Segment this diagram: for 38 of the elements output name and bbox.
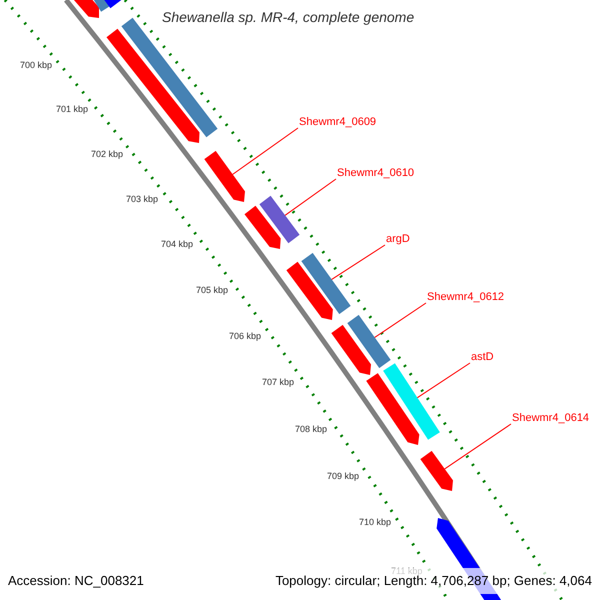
- gene-bar: [204, 150, 245, 202]
- tick-label: 702 kbp: [91, 149, 124, 160]
- tick-label: 701 kbp: [56, 104, 88, 115]
- leader-line: [331, 244, 386, 280]
- gene-bar: [347, 314, 391, 368]
- tick-label: 708 kbp: [295, 424, 328, 435]
- leader-line: [232, 128, 298, 175]
- gene-bar: [420, 450, 453, 491]
- gene-bar: [259, 196, 300, 244]
- leader-line: [416, 362, 470, 398]
- gene-bar: [301, 252, 351, 314]
- tick-label: 700 kbp: [20, 60, 52, 71]
- gene-label: astD: [471, 351, 494, 364]
- genome-info: Accession: NC_008321: [8, 573, 144, 589]
- gene-bar: [106, 28, 200, 143]
- gene-label: Shewmr4_0614: [512, 412, 590, 425]
- leader-line: [444, 424, 512, 470]
- tick-label: 706 kbp: [229, 331, 262, 342]
- gene-bar: [383, 363, 440, 440]
- map-title: Shewanella sp. MR-4, complete genome: [162, 8, 414, 26]
- gene-bar: [72, 0, 99, 18]
- gene-label: Shewmr4_0610: [337, 167, 414, 180]
- gene-label: Shewmr4_0609: [299, 116, 376, 129]
- tick-label: 711 kbp: [391, 566, 422, 576]
- leader-line: [284, 178, 336, 216]
- gene-bar: [366, 373, 420, 445]
- gene-bar: [331, 324, 371, 375]
- leader-line: [374, 302, 426, 338]
- tick-label: 705 kbp: [196, 285, 228, 296]
- tick-label: 710 kbp: [359, 517, 392, 528]
- gene-label: argD: [386, 233, 410, 246]
- gene-bar: [244, 206, 281, 249]
- gene-bar: [286, 262, 333, 320]
- tick-label: 707 kbp: [262, 377, 294, 388]
- tick-label: 703 kbp: [126, 194, 158, 205]
- tick-label: 709 kbp: [327, 471, 360, 482]
- gene-label: Shewmr4_0612: [427, 291, 504, 304]
- tick-label: 704 kbp: [161, 239, 194, 250]
